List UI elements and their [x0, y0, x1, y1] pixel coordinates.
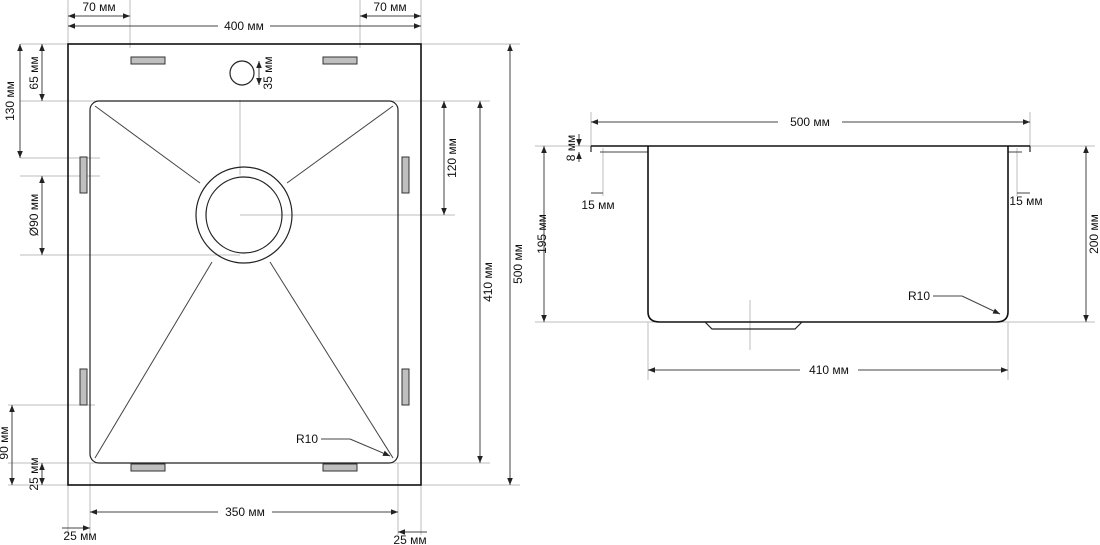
dim-90: 90 мм [0, 426, 11, 459]
sink-outer-rim [67, 43, 422, 486]
dim-65: 65 мм [27, 56, 41, 89]
dim-dia-90: Ø90 мм [27, 194, 41, 237]
dim-500-side: 500 мм [790, 115, 830, 129]
mounting-slot [130, 56, 166, 65]
dim-410-top: 410 мм [481, 262, 495, 302]
dim-8: 8 мм [564, 135, 578, 162]
dim-200: 200 мм [1087, 214, 1100, 254]
mounting-slot [401, 368, 410, 406]
sink-bowl-section [647, 146, 1009, 323]
dim-25-vertical: 25 мм [27, 457, 41, 490]
dim-25-bottom-left: 25 мм [63, 529, 96, 543]
mounting-slot [79, 156, 88, 194]
dim-130: 130 мм [3, 81, 17, 121]
dim-25-bottom-right: 25 мм [393, 533, 426, 545]
dim-350: 350 мм [225, 505, 265, 519]
mounting-slot [79, 368, 88, 406]
drain-outer-circle [195, 166, 293, 264]
mounting-slot [401, 156, 410, 194]
radius-label-side: R10 [908, 289, 930, 303]
drain-inner-circle [205, 176, 283, 254]
tap-hole [229, 60, 255, 86]
dim-15-right: 15 мм [1009, 194, 1042, 208]
dim-120: 120 мм [445, 138, 459, 178]
mounting-slot [322, 56, 358, 65]
dim-500-top: 500 мм [511, 244, 525, 284]
dim-35: 35 мм [261, 56, 275, 89]
dim-70-right: 70 мм [373, 0, 406, 14]
mounting-slot [322, 463, 358, 472]
dim-15-left: 15 мм [581, 198, 614, 212]
dim-70-left: 70 мм [82, 0, 115, 14]
side-view: 500 мм 8 мм 15 мм 15 мм 195 мм 200 мм R1… [535, 112, 1100, 380]
radius-label-top: R10 [296, 432, 318, 446]
sink-bowl [89, 100, 399, 464]
dim-195: 195 мм [535, 214, 549, 254]
dim-400: 400 мм [224, 19, 264, 33]
mounting-slot [130, 463, 166, 472]
top-view: 70 мм 70 мм 400 мм 35 мм 65 мм 130 мм Ø9… [0, 0, 525, 545]
dim-410-side: 410 мм [809, 363, 849, 377]
